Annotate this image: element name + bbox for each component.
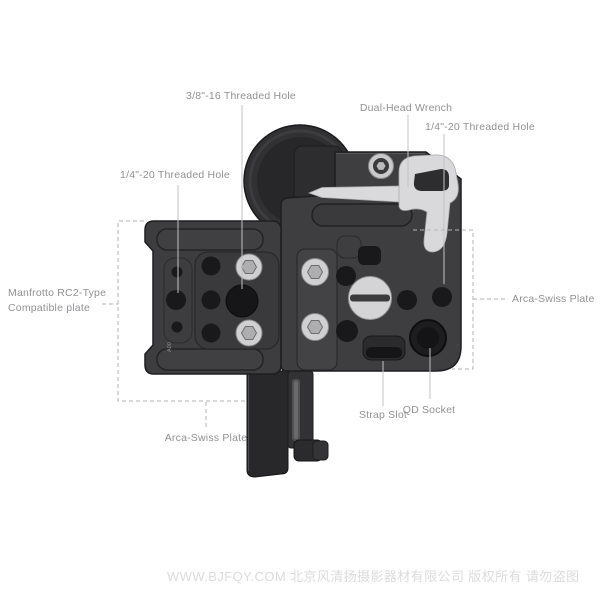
label-threaded-hole-14-20-right: 1/4"-20 Threaded Hole (425, 121, 535, 133)
hinge-bolts (301, 258, 329, 341)
bottom-hook (293, 439, 329, 462)
strap-slot-icon (362, 335, 406, 361)
label-dual-head-wrench: Dual-Head Wrench (359, 102, 453, 114)
callout-leader-lines (177, 105, 445, 406)
label-strap-slot: Strap Slot (358, 409, 408, 421)
dashed-brackets (102, 220, 508, 429)
plate-marking: A00 (167, 342, 173, 352)
manfrotto-plate: A00 (144, 220, 282, 375)
bottom-column (246, 370, 314, 478)
label-arca-swiss-bottom: Arca-Swiss Plate (164, 432, 248, 444)
label-manfrotto-plate: Manfrotto RC2-Type Compatible plate (8, 286, 106, 316)
label-threaded-hole-14-20-left: 1/4"-20 Threaded Hole (120, 169, 230, 181)
dual-head-wrench-icon (307, 154, 459, 253)
slotted-screw-icon (348, 276, 392, 320)
label-arca-swiss-right: Arca-Swiss Plate (512, 293, 595, 305)
left-bracket (117, 220, 247, 402)
watermark-text: WWW.BJFQY.COM 北京风清扬摄影器材有限公司 版权所有 请勿盗图 (167, 569, 580, 584)
label-manfrotto-line2: Compatible plate (8, 302, 90, 314)
top-screw-icon (368, 153, 394, 179)
label-manfrotto-line1: Manfrotto RC2-Type (8, 287, 107, 299)
label-threaded-hole-38-16: 3/8"-16 Threaded Hole (186, 90, 296, 102)
qd-socket-icon (409, 319, 447, 357)
label-qd-socket: QD Socket (402, 404, 456, 416)
